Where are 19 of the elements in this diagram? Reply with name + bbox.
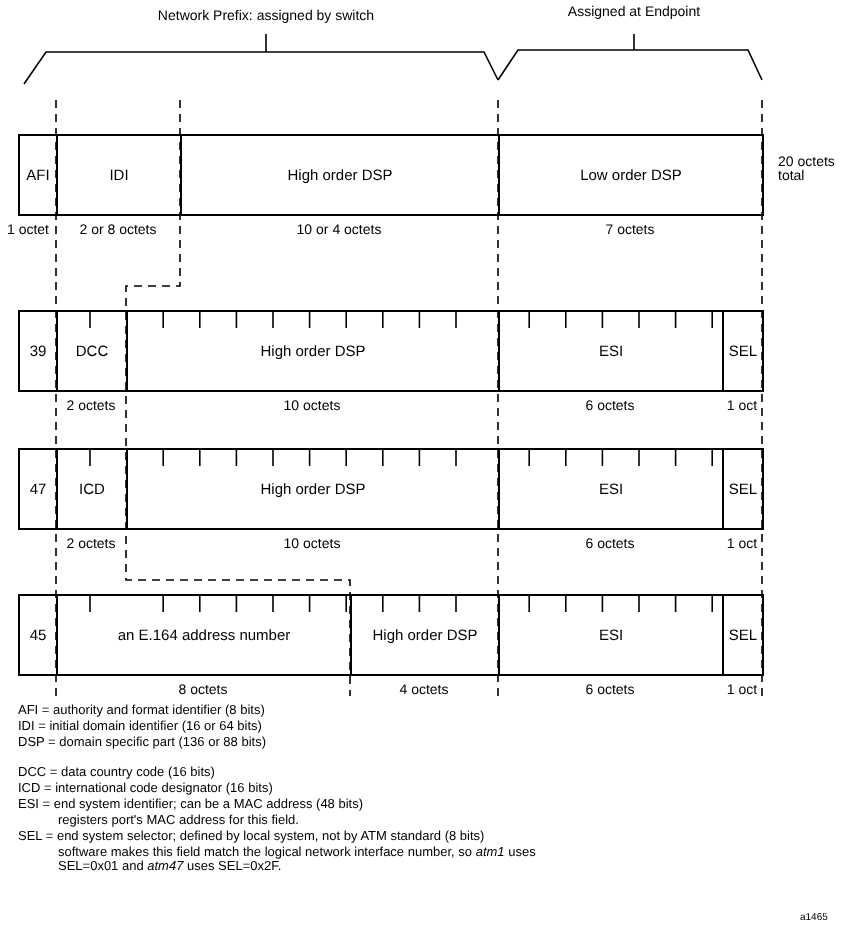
field-box xyxy=(350,594,500,676)
field-box xyxy=(498,134,764,216)
field-box xyxy=(722,448,764,530)
field-box xyxy=(18,594,58,676)
field-box xyxy=(498,594,724,676)
field-box xyxy=(18,134,58,216)
field-box xyxy=(722,594,764,676)
field-box xyxy=(56,594,352,676)
field-box xyxy=(722,310,764,392)
field-box xyxy=(18,310,58,392)
field-box xyxy=(498,310,724,392)
field-box xyxy=(180,134,500,216)
field-box xyxy=(56,134,182,216)
field-box xyxy=(498,448,724,530)
field-box xyxy=(18,448,58,530)
field-box xyxy=(56,448,128,530)
field-box xyxy=(126,310,500,392)
field-box xyxy=(56,310,128,392)
field-box xyxy=(126,448,500,530)
